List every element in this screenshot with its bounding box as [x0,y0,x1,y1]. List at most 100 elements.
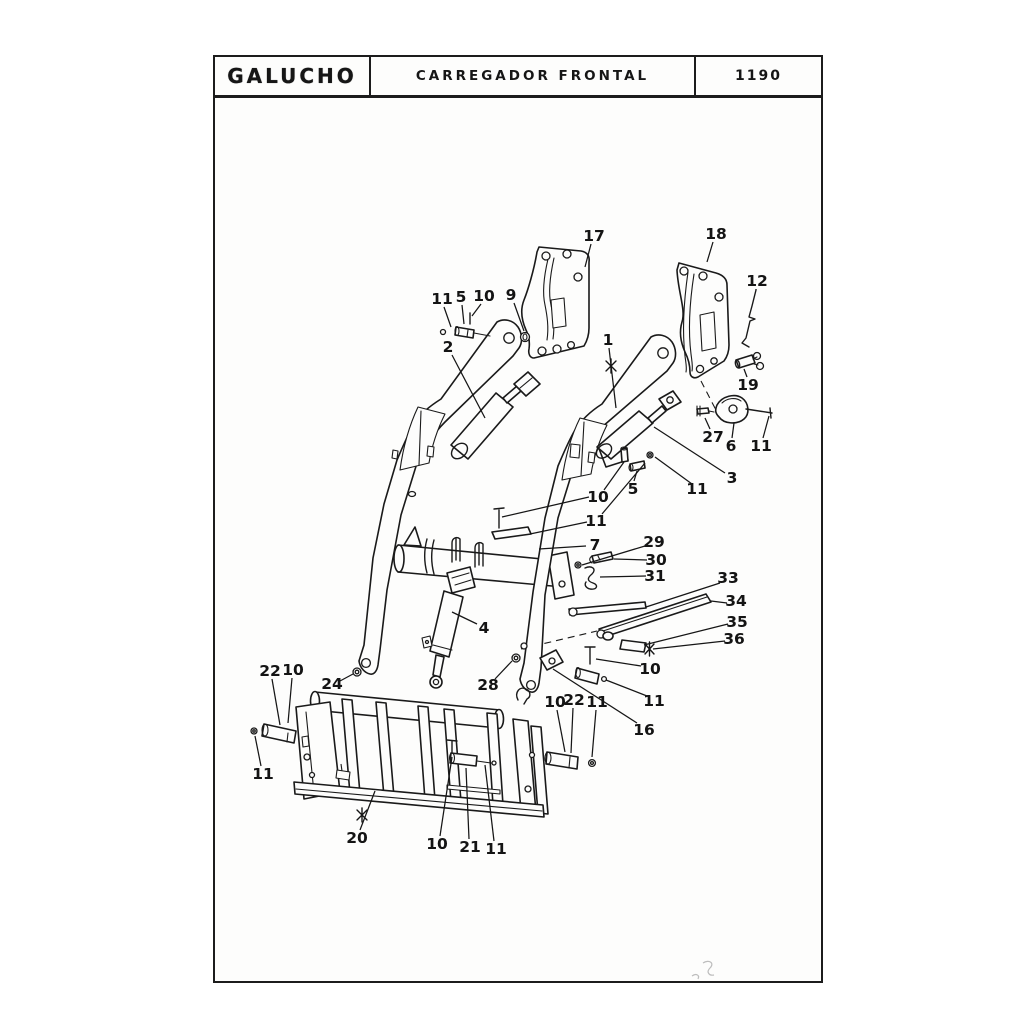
callout-1: 1 [603,331,617,409]
pin-set-top [439,312,531,343]
pivot-pin-bottom-right [544,751,597,770]
callout-19: 19 [737,368,759,394]
callout-5: 5 [456,288,467,325]
svg-text:16: 16 [633,721,655,739]
bucket-linkage-33-36 [568,593,712,665]
washer-24 [352,667,362,677]
callout-33: 33 [645,569,739,608]
svg-text:11: 11 [686,480,708,498]
callout-28: 28 [477,660,513,694]
torque-tube-7 [393,507,575,600]
callout-10: 10 [595,658,661,678]
callout-10: 10 [501,461,625,518]
retaining-rod-12 [741,289,757,348]
svg-text:11: 11 [485,840,507,858]
callout-7: 7 [538,536,601,554]
svg-text:12: 12 [746,272,768,290]
callout-10: 10 [471,287,495,317]
callout-22: 22 [259,662,281,726]
svg-text:10: 10 [473,287,495,305]
svg-text:10: 10 [426,835,448,853]
callout-24: 24 [321,673,354,693]
drawing-border [213,55,823,983]
svg-text:11: 11 [750,437,772,455]
callout-11: 11 [605,679,665,710]
svg-text:29: 29 [643,533,665,551]
pivot-pin-bottom-left [250,723,297,744]
svg-text:4: 4 [479,619,490,637]
svg-text:21: 21 [459,838,481,856]
callout-27: 27 [702,417,724,446]
svg-text:9: 9 [506,286,517,304]
svg-text:1: 1 [603,331,614,349]
callout-11: 11 [529,462,646,535]
svg-text:11: 11 [586,693,608,711]
callout-3: 3 [653,426,738,487]
callout-21: 21 [459,767,481,856]
svg-text:20: 20 [346,829,368,847]
callout-29: 29 [581,533,665,566]
svg-text:19: 19 [737,376,759,394]
callout-6: 6 [726,422,737,455]
title-block: GALUCHO CARREGADOR FRONTAL 1190 [213,55,823,98]
callout-11: 11 [654,456,708,498]
svg-text:18: 18 [705,225,727,243]
svg-text:22: 22 [563,691,585,709]
callout-35: 35 [643,613,748,646]
callout-11: 11 [586,693,608,758]
assembly-section-mark [356,807,368,823]
svg-text:11: 11 [252,765,274,783]
callout-5: 5 [628,470,639,498]
callout-11: 11 [431,290,453,328]
svg-text:28: 28 [477,676,499,694]
svg-text:11: 11 [643,692,665,710]
svg-text:11: 11 [431,290,453,308]
svg-text:22: 22 [259,662,281,680]
svg-text:17: 17 [583,227,605,245]
callout-17: 17 [583,227,605,268]
svg-text:5: 5 [628,480,639,498]
sheet-number: 1190 [735,68,782,84]
pivot-pin-right-mid [574,666,608,685]
svg-text:2: 2 [443,338,454,356]
callout-12: 12 [746,272,768,290]
brand-logo: GALUCHO [215,57,371,95]
callout-11: 11 [484,764,507,858]
assembly-section-mark [605,358,617,374]
svg-text:10: 10 [639,660,661,678]
svg-text:35: 35 [726,613,748,631]
svg-text:7: 7 [590,536,601,554]
bolt-27 [696,405,715,417]
callout-11: 11 [252,735,274,783]
callout-18: 18 [705,225,727,263]
mounting-bracket-17 [521,246,590,359]
lynch-pin-19 [734,351,765,371]
lift-arm-right-1 [519,334,677,693]
sheet-title: CARREGADOR FRONTAL [371,57,696,95]
svg-text:10: 10 [282,661,304,679]
callout-34: 34 [710,592,747,610]
callout-4: 4 [451,611,490,637]
svg-text:34: 34 [725,592,747,610]
callout-10: 10 [544,693,566,753]
clevis-6 [714,394,749,424]
snap-ring-28 [511,653,521,663]
scan-smudge [691,960,715,980]
svg-text:24: 24 [321,675,343,693]
svg-text:3: 3 [727,469,738,487]
lift-arm-left [358,319,523,675]
callout-36: 36 [652,630,745,650]
callout-10: 10 [426,756,453,853]
callout-31: 31 [599,567,666,585]
callout-20: 20 [346,790,376,847]
callout-30: 30 [613,551,667,569]
svg-text:11: 11 [585,512,607,530]
bucket-cylinder-4 [421,566,476,689]
svg-text:6: 6 [726,437,737,455]
svg-text:33: 33 [717,569,739,587]
svg-text:5: 5 [456,288,467,306]
svg-text:10: 10 [587,488,609,506]
